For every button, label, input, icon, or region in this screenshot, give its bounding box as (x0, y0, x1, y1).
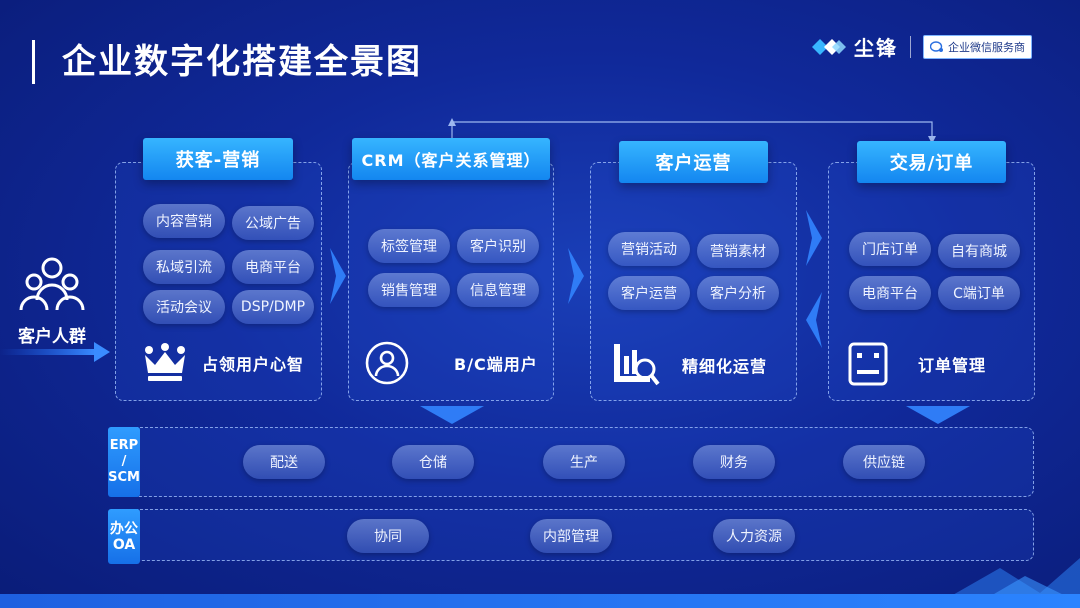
pill-collaboration: 协同 (347, 519, 429, 553)
feature-mindshare: 占领用户心智 (142, 343, 304, 383)
crm-order-connector (448, 118, 936, 144)
feature-order-management-label: 订单管理 (918, 356, 987, 375)
brand-divider (910, 35, 911, 58)
header-operations: 客户运营 (619, 141, 768, 183)
pill-warehouse: 仓储 (392, 445, 474, 479)
analytics-search-icon (614, 344, 660, 386)
feature-bc-users-label: B/C端用户 (454, 355, 538, 374)
pill-internal-management: 内部管理 (530, 519, 612, 553)
partner-badge: 企业微信服务商 (923, 34, 1032, 59)
brand-logo-icon (812, 38, 846, 55)
pill-sales-management: 销售管理 (368, 273, 450, 307)
arrow-right-3 (806, 210, 822, 266)
pill-dsp-dmp: DSP/DMP (232, 290, 314, 324)
header-crm: CRM（客户关系管理） (352, 138, 550, 180)
pill-ecommerce-platform: 电商平台 (849, 276, 931, 310)
header-orders: 交易/订单 (857, 141, 1006, 183)
pill-delivery: 配送 (243, 445, 325, 479)
wecom-icon (930, 40, 943, 52)
pill-customer-operation: 客户运营 (608, 276, 690, 310)
bottom-strip (0, 594, 1080, 608)
audience-block: 客户人群 (14, 250, 90, 347)
user-circle-icon (365, 341, 409, 385)
pill-store-orders: 门店订单 (849, 232, 931, 266)
crown-icon (145, 343, 185, 381)
arrow-right-1 (330, 248, 346, 304)
pill-own-mall: 自有商城 (938, 234, 1020, 268)
partner-label: 企业微信服务商 (948, 40, 1025, 54)
title-accent-bar (32, 40, 35, 84)
arrow-down-orders (906, 406, 970, 424)
pill-info-management: 信息管理 (457, 273, 539, 307)
pill-customer-identification: 客户识别 (457, 229, 539, 263)
tag-oa-line-2: OA (112, 536, 136, 553)
feature-refined-operation-label: 精细化运营 (682, 357, 768, 376)
pill-events: 活动会议 (143, 290, 225, 324)
order-list-icon (848, 342, 888, 386)
header-acquisition: 获客-营销 (143, 138, 293, 180)
arrow-down-crm (420, 406, 484, 424)
pill-marketing-activity: 营销活动 (608, 232, 690, 266)
pill-content-marketing: 内容营销 (143, 204, 225, 238)
tag-erp-line-3: SCM (108, 470, 140, 485)
feature-refined-operation: 精细化运营 (612, 342, 767, 388)
audience-arrow (0, 342, 110, 362)
pill-public-ads: 公域广告 (232, 206, 314, 240)
user-group-icon (19, 257, 85, 311)
pill-human-resources: 人力资源 (713, 519, 795, 553)
pill-production: 生产 (543, 445, 625, 479)
pill-private-traffic: 私域引流 (143, 250, 225, 284)
pill-c-orders: C端订单 (938, 276, 1020, 310)
pill-marketing-material: 营销素材 (697, 234, 779, 268)
tag-oa-line-1: 办公 (110, 520, 138, 537)
arrow-right-2 (568, 248, 584, 304)
brand: 尘锋 企业微信服务商 (812, 32, 1032, 61)
page-title: 企业数字化搭建全景图 (62, 42, 422, 82)
pill-tag-management: 标签管理 (368, 229, 450, 263)
pill-ecommerce: 电商平台 (232, 250, 314, 284)
pill-supply-chain: 供应链 (843, 445, 925, 479)
audience-label: 客户人群 (18, 327, 86, 347)
tag-oa: 办公 OA (108, 509, 140, 564)
pill-finance: 财务 (693, 445, 775, 479)
brand-name: 尘锋 (854, 36, 898, 60)
pill-customer-analysis: 客户分析 (697, 276, 779, 310)
feature-bc-users: B/C端用户 (364, 340, 538, 386)
tag-erp-scm: ERP / SCM (108, 427, 140, 497)
feature-mindshare-label: 占领用户心智 (202, 355, 305, 374)
tag-erp-line-2: / (121, 454, 127, 469)
feature-order-management: 订单管理 (848, 342, 986, 386)
tag-erp-line-1: ERP (109, 438, 139, 453)
arrow-left-3 (806, 292, 822, 348)
